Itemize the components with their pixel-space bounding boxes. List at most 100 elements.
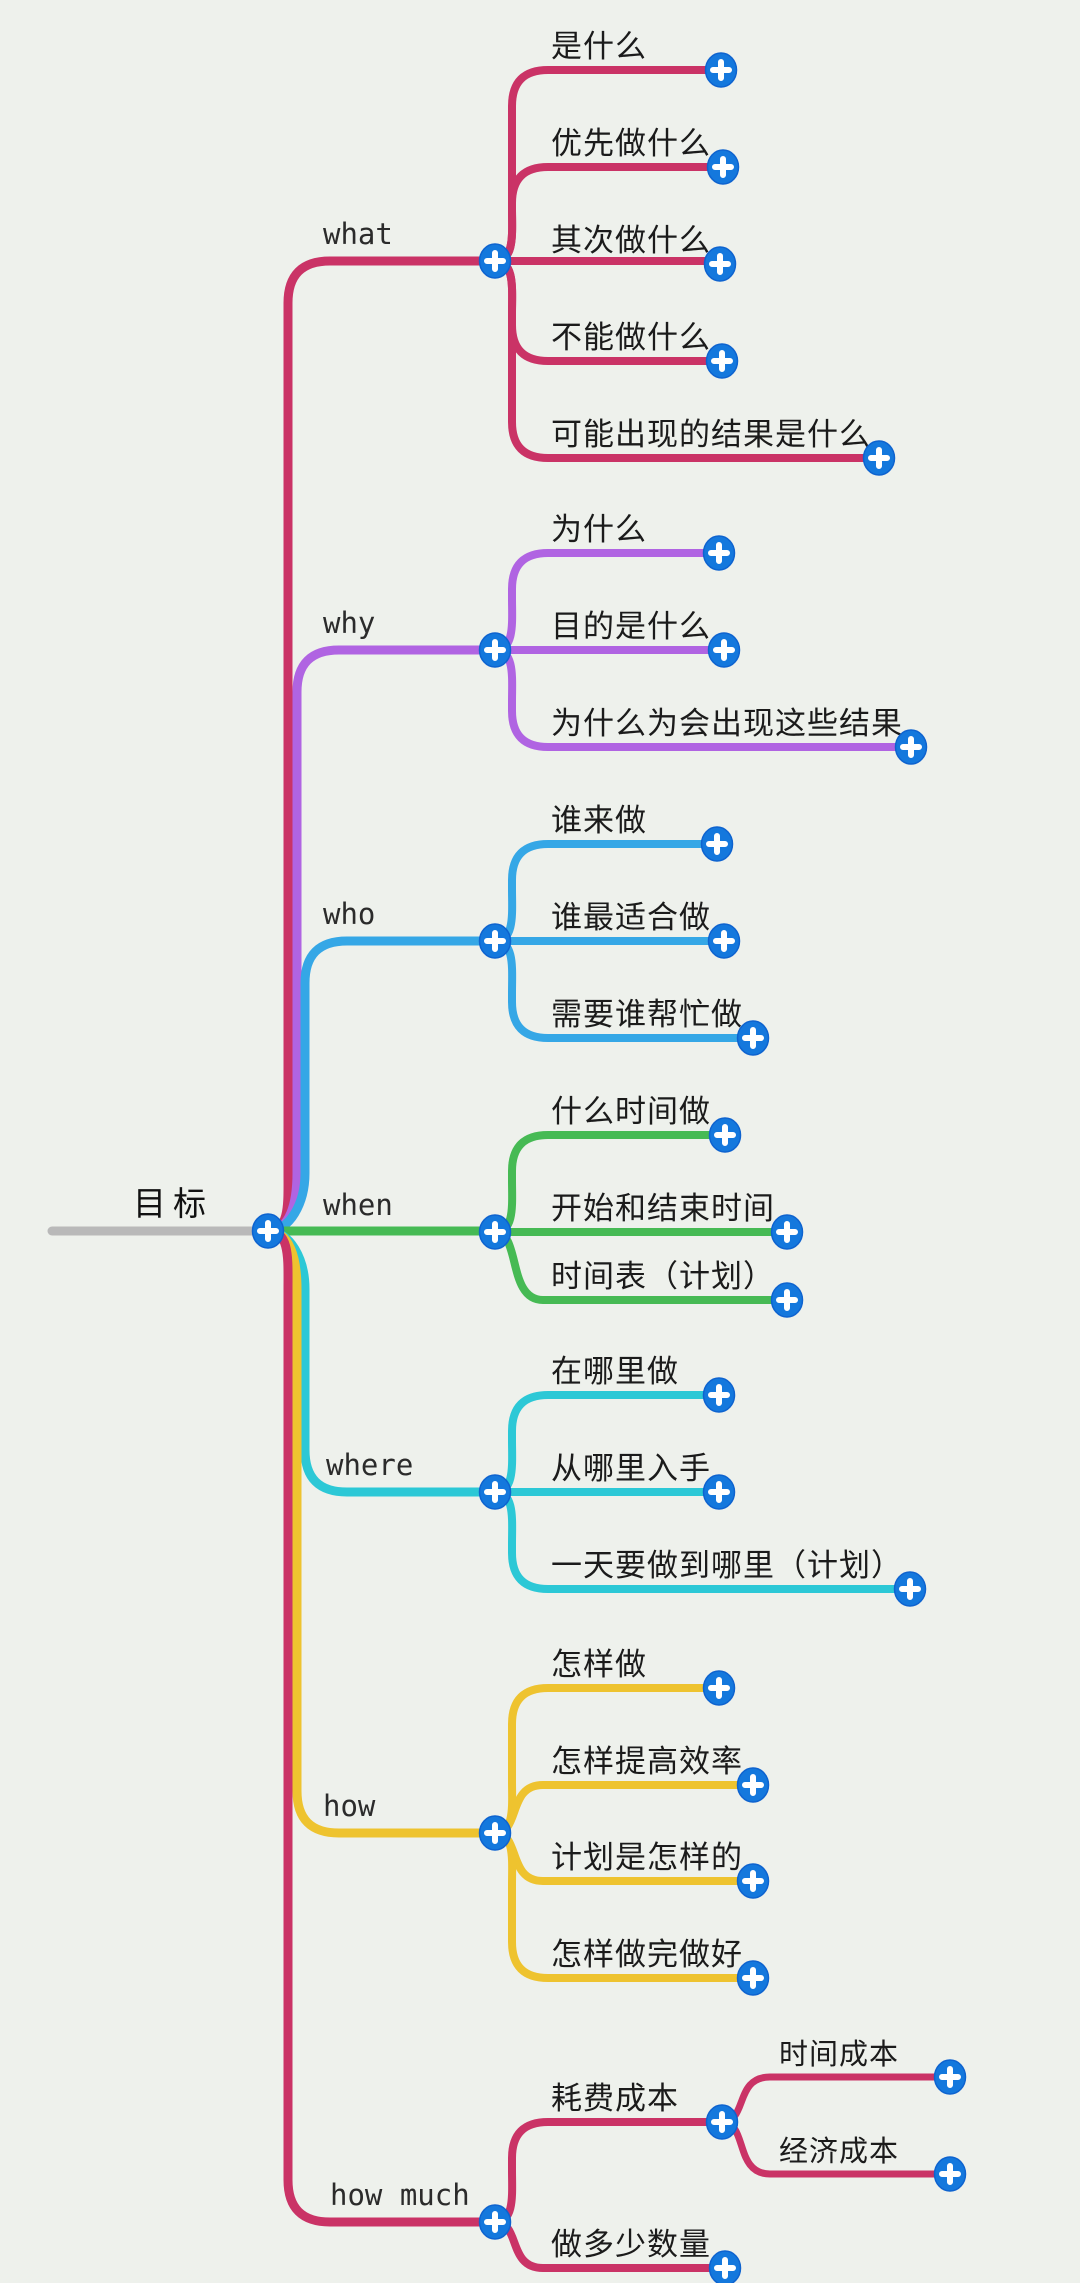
expand-node-button[interactable] (707, 632, 741, 668)
plus-icon (708, 1677, 730, 1699)
plus-icon (484, 1481, 506, 1503)
plus-icon (776, 1289, 798, 1311)
expand-node-button[interactable] (705, 343, 739, 379)
expand-node-button[interactable] (862, 440, 896, 476)
expand-node-button[interactable] (736, 1960, 770, 1996)
plus-icon (484, 2211, 506, 2233)
node-label[interactable]: 谁最适合做 (551, 900, 711, 936)
expand-node-button[interactable] (893, 1571, 927, 1607)
expand-node-button[interactable] (706, 149, 740, 185)
plus-icon (900, 736, 922, 758)
expand-node-button[interactable] (707, 923, 741, 959)
plus-icon (710, 59, 732, 81)
branch-label-when[interactable]: when (323, 1188, 393, 1222)
node-label[interactable]: 耗费成本 (551, 2081, 679, 2117)
branch-label-what[interactable]: what (323, 217, 393, 251)
plus-icon (709, 253, 731, 275)
node-label[interactable]: 经济成本 (779, 2134, 899, 2168)
expand-node-button[interactable] (933, 2156, 967, 2192)
branch-label-where[interactable]: where (326, 1448, 413, 1482)
plus-icon (484, 930, 506, 952)
plus-icon (257, 1220, 279, 1242)
plus-icon (713, 639, 735, 661)
expand-node-button[interactable] (736, 1020, 770, 1056)
branch-label-who[interactable]: who (323, 897, 375, 931)
node-label[interactable]: 不能做什么 (551, 320, 711, 356)
expand-node-button[interactable] (933, 2059, 967, 2095)
node-label[interactable]: 谁来做 (551, 803, 647, 839)
branch-hub-expand-button[interactable] (478, 632, 512, 668)
node-connector-line (491, 1781, 757, 1837)
branch-hub-expand-button[interactable] (478, 1815, 512, 1851)
node-connector-line (718, 2073, 954, 2126)
branch-label-how-much[interactable]: how much (330, 2178, 470, 2212)
expand-node-button[interactable] (703, 246, 737, 282)
plus-icon (899, 1578, 921, 1600)
node-label[interactable]: 怎样提高效率 (551, 1744, 743, 1780)
node-label[interactable]: 怎样做完做好 (551, 1937, 743, 1973)
expand-node-button[interactable] (702, 1474, 736, 1510)
branch-label-how[interactable]: how (323, 1789, 376, 1823)
branch-label-why[interactable]: why (323, 606, 375, 640)
branch-hub-expand-button[interactable] (478, 923, 512, 959)
node-label[interactable]: 一天要做到哪里（计划） (551, 1548, 903, 1584)
node-label[interactable]: 怎样做 (551, 1647, 647, 1683)
expand-node-button[interactable] (736, 1767, 770, 1803)
plus-icon (939, 2163, 961, 2185)
node-label[interactable]: 可能出现的结果是什么 (551, 417, 871, 453)
plus-icon (714, 2257, 736, 2279)
plus-icon (711, 350, 733, 372)
plus-icon (742, 1027, 764, 1049)
root-node-label[interactable]: 目标 (133, 1184, 213, 1223)
expand-node-button[interactable] (736, 1863, 770, 1899)
plus-icon (713, 930, 735, 952)
node-label[interactable]: 开始和结束时间 (551, 1191, 775, 1227)
plus-icon (706, 833, 728, 855)
node-label[interactable]: 为什么 (551, 512, 647, 548)
node-label[interactable]: 做多少数量 (551, 2227, 711, 2263)
expand-node-button[interactable] (770, 1214, 804, 1250)
node-label[interactable]: 计划是怎样的 (551, 1840, 743, 1876)
branch-hub-expand-button[interactable] (478, 2204, 512, 2240)
node-label[interactable]: 需要谁帮忙做 (551, 997, 743, 1033)
expand-node-button[interactable] (700, 826, 734, 862)
plus-icon (484, 1822, 506, 1844)
node-label[interactable]: 其次做什么 (551, 223, 711, 259)
plus-icon (714, 1124, 736, 1146)
plus-icon (708, 1481, 730, 1503)
expand-node-button[interactable] (704, 52, 738, 88)
plus-icon (868, 447, 890, 469)
node-label[interactable]: 目的是什么 (551, 609, 711, 645)
expand-node-button[interactable] (894, 729, 928, 765)
plus-icon (742, 1967, 764, 1989)
plus-icon (708, 1384, 730, 1406)
expand-node-button[interactable] (708, 1117, 742, 1153)
node-label[interactable]: 从哪里入手 (551, 1451, 711, 1487)
plus-icon (708, 542, 730, 564)
node-label[interactable]: 时间表（计划） (551, 1259, 775, 1295)
branch-trunk-line-who (263, 936, 500, 1236)
expand-node-button[interactable] (708, 2250, 742, 2283)
plus-icon (776, 1221, 798, 1243)
branch-hub-expand-button[interactable] (478, 243, 512, 279)
expand-node-button[interactable] (770, 1282, 804, 1318)
expand-node-button[interactable] (702, 535, 736, 571)
expand-node-button[interactable] (702, 1377, 736, 1413)
node-label[interactable]: 在哪里做 (551, 1354, 679, 1390)
branch-hub-expand-button[interactable] (478, 1474, 512, 1510)
node-label[interactable]: 为什么为会出现这些结果 (551, 706, 903, 742)
expand-node-button[interactable] (705, 2104, 739, 2140)
branch-hub-expand-button[interactable] (478, 1214, 512, 1250)
root-expand-button[interactable] (251, 1213, 285, 1249)
plus-icon (712, 156, 734, 178)
node-label[interactable]: 是什么 (551, 29, 647, 65)
plus-icon (742, 1870, 764, 1892)
plus-icon (711, 2111, 733, 2133)
node-connector-line (491, 2118, 726, 2226)
node-label[interactable]: 优先做什么 (551, 126, 711, 162)
expand-node-button[interactable] (702, 1670, 736, 1706)
node-label[interactable]: 什么时间做 (551, 1094, 711, 1130)
node-label[interactable]: 时间成本 (779, 2037, 899, 2071)
